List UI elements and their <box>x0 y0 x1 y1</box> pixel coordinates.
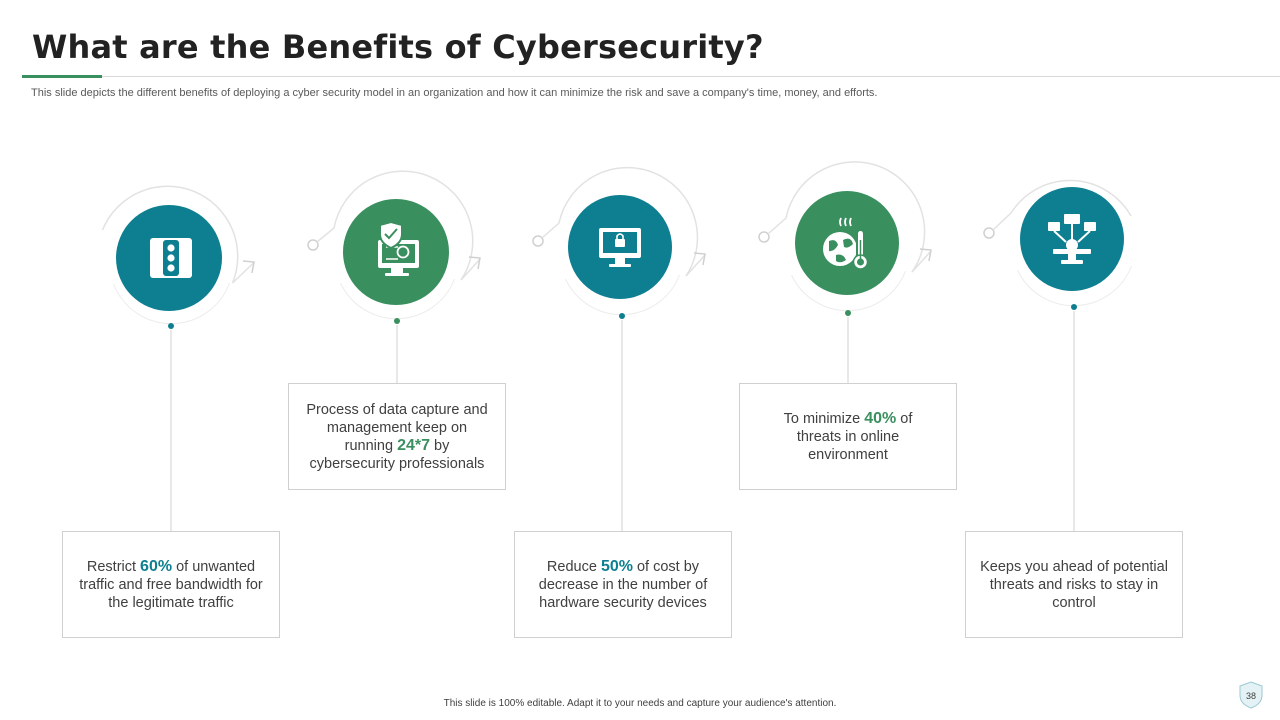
benefit-node-4 <box>758 161 932 383</box>
benefit-box-3: Reduce 50% of cost by decrease in the nu… <box>514 531 732 638</box>
benefit-text-pre: Process of data capture and management k… <box>306 401 488 454</box>
orbit-start-dot <box>983 227 995 239</box>
benefit-node-3 <box>532 166 706 531</box>
orbit-arc <box>101 185 239 284</box>
connector-dot <box>394 318 400 324</box>
benefit-highlight: 40% <box>864 409 897 427</box>
page-number-badge: 38 <box>1239 681 1263 709</box>
benefit-text-2: Process of data capture and management k… <box>301 401 493 473</box>
benefit-text-4: To minimize 40% of threats in online env… <box>752 410 944 464</box>
benefit-box-1: Restrict 60% of unwanted traffic and fre… <box>62 531 280 638</box>
benefit-highlight: 60% <box>140 557 173 575</box>
slide-footer-note: This slide is 100% editable. Adapt it to… <box>443 698 837 709</box>
benefit-highlight: 24*7 <box>397 436 430 454</box>
benefit-text-5: Keeps you ahead of potential threats and… <box>978 558 1170 612</box>
orbit-tail <box>911 250 932 273</box>
traffic-light-icon <box>150 238 192 278</box>
connector-dot <box>845 310 851 316</box>
orbit-start-dot <box>532 235 544 247</box>
benefit-highlight: 50% <box>600 557 633 575</box>
benefit-box-5: Keeps you ahead of potential threats and… <box>965 531 1183 638</box>
benefit-text-1: Restrict 60% of unwanted traffic and fre… <box>75 558 267 612</box>
benefit-box-4: To minimize 40% of threats in online env… <box>739 383 957 490</box>
orbit-tail <box>685 254 706 277</box>
network-hierarchy-icon <box>1048 214 1096 264</box>
benefit-node-2 <box>307 170 481 383</box>
benefit-text-3: Reduce 50% of cost by decrease in the nu… <box>527 558 719 612</box>
benefit-text-pre: Keeps you ahead of potential threats and… <box>980 558 1168 611</box>
locked-monitor-icon <box>599 228 641 267</box>
security-monitor-icon <box>378 220 419 276</box>
benefit-node-1 <box>101 185 255 531</box>
arrow-icon <box>919 248 932 262</box>
connector-dot <box>1071 304 1077 310</box>
orbit-tail-and-arc <box>541 166 699 277</box>
global-warming-icon <box>823 217 869 270</box>
orbit-tail <box>460 258 481 281</box>
orbit-tail <box>231 262 255 284</box>
title-divider <box>22 76 1280 77</box>
slide-subtitle: This slide depicts the different benefit… <box>31 87 878 99</box>
orbit-arc <box>316 170 474 281</box>
slide-title: What are the Benefits of Cybersecurity? <box>32 28 764 66</box>
orbit-start-dot <box>307 239 319 251</box>
orbit-start-dot <box>758 231 770 243</box>
shield-icon <box>1239 681 1263 709</box>
benefit-text-pre: Restrict <box>86 558 141 575</box>
benefit-text-pre: Reduce <box>546 558 601 575</box>
orbit-arc <box>992 179 1132 231</box>
benefit-text-post: by cybersecurity professionals <box>309 437 485 472</box>
page-number: 38 <box>1246 691 1256 701</box>
benefit-text-post: of cost by decrease in the number of har… <box>538 558 708 611</box>
arrow-icon <box>242 260 255 274</box>
orbit-arc <box>767 161 926 273</box>
inner-arc <box>791 270 906 312</box>
benefit-text-pre: To minimize <box>783 410 865 427</box>
connector-dot <box>168 323 174 329</box>
benefit-text-post: of unwanted traffic and free bandwidth f… <box>79 558 263 611</box>
inner-arc <box>340 278 455 320</box>
benefit-box-2: Process of data capture and management k… <box>288 383 506 490</box>
connector-dot <box>619 313 625 319</box>
title-accent-bar <box>22 75 102 78</box>
benefit-node-5 <box>983 179 1132 531</box>
arrow-icon <box>693 252 706 266</box>
arrow-icon <box>468 256 481 270</box>
benefit-text-post: of threats in online environment <box>796 410 913 463</box>
